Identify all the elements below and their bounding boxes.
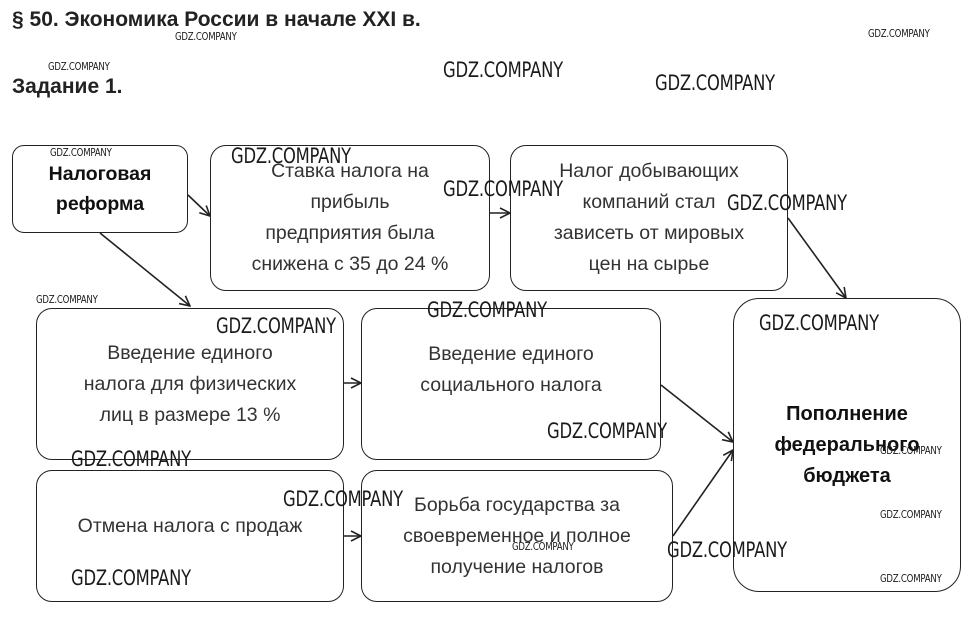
watermark: GDZ.COMPANY <box>667 538 787 562</box>
box-line: Отмена налога с продаж <box>77 515 303 537</box>
box-line: снижена с 35 до 24 % <box>251 253 449 275</box>
watermark: GDZ.COMPANY <box>880 572 942 585</box>
box-line: налога для физических <box>83 372 297 395</box>
box-line: Налог добывающих <box>559 160 739 182</box>
watermark: GDZ.COMPANY <box>880 508 942 521</box>
tax-reform-box: Налоговая реформа <box>12 145 188 233</box>
watermark: GDZ.COMPANY <box>50 146 112 159</box>
task-heading: Задание 1. <box>12 75 123 98</box>
watermark: GDZ.COMPANY <box>427 298 547 322</box>
box-line: своевременное и полное <box>403 524 631 547</box>
federal-budget-box: Пополнение федерального бюджета <box>733 298 961 592</box>
watermark: GDZ.COMPANY <box>547 419 667 443</box>
box-line: Введение единого <box>428 343 594 365</box>
arrow-reform-to-profit <box>187 194 210 216</box>
watermark: GDZ.COMPANY <box>48 60 110 73</box>
mining-tax-box: Налог добывающих компаний стал зависеть … <box>510 145 788 291</box>
page-title: § 50. Экономика России в начале XXI в. <box>12 8 421 31</box>
box-line: федерального <box>774 433 920 456</box>
tax-collection-box: Борьба государства за своевременное и по… <box>361 470 673 602</box>
watermark: GDZ.COMPANY <box>655 71 775 95</box>
watermark: GDZ.COMPANY <box>71 566 191 590</box>
watermark: GDZ.COMPANY <box>71 447 191 471</box>
arrow-collection-to-budget <box>672 450 733 537</box>
box-line: Налоговая <box>48 163 152 185</box>
box-line: социального налога <box>420 374 602 396</box>
watermark: GDZ.COMPANY <box>727 191 847 215</box>
watermark: GDZ.COMPANY <box>443 177 563 201</box>
box-line: Ставка налога на <box>271 160 429 182</box>
box-line: предприятия была <box>265 222 435 244</box>
arrow-reform-to-income <box>99 232 190 306</box>
box-line: компаний стал <box>582 191 716 213</box>
box-line: цен на сырье <box>588 253 710 275</box>
box-line: бюджета <box>803 464 891 487</box>
watermark: GDZ.COMPANY <box>868 27 930 40</box>
box-line: Пополнение <box>786 402 908 425</box>
box-line: зависеть от мировых <box>553 222 745 244</box>
box-line: прибыль <box>310 191 390 213</box>
watermark: GDZ.COMPANY <box>283 487 403 511</box>
profit-tax-box: Ставка налога на прибыль предприятия был… <box>210 145 490 291</box>
box-line: Борьба государства за <box>414 493 620 516</box>
arrow-social-to-budget <box>660 384 733 442</box>
watermark: GDZ.COMPANY <box>231 144 351 168</box>
box-line: Введение единого <box>107 341 273 364</box>
arrow-mining-to-budget <box>787 217 846 298</box>
watermark: GDZ.COMPANY <box>512 540 574 553</box>
income-tax-box: Введение единого налога для физических л… <box>36 308 344 460</box>
watermark: GDZ.COMPANY <box>36 293 98 306</box>
box-line: лиц в размере 13 % <box>99 403 281 426</box>
social-tax-box: Введение единого социального налога <box>361 308 661 460</box>
box-line: реформа <box>55 193 145 215</box>
watermark: GDZ.COMPANY <box>443 58 563 82</box>
box-line: получение налогов <box>430 555 604 578</box>
watermark: GDZ.COMPANY <box>175 30 237 43</box>
watermark: GDZ.COMPANY <box>216 314 336 338</box>
watermark: GDZ.COMPANY <box>880 444 942 457</box>
watermark: GDZ.COMPANY <box>759 311 879 335</box>
sales-tax-box: Отмена налога с продаж <box>36 470 344 602</box>
